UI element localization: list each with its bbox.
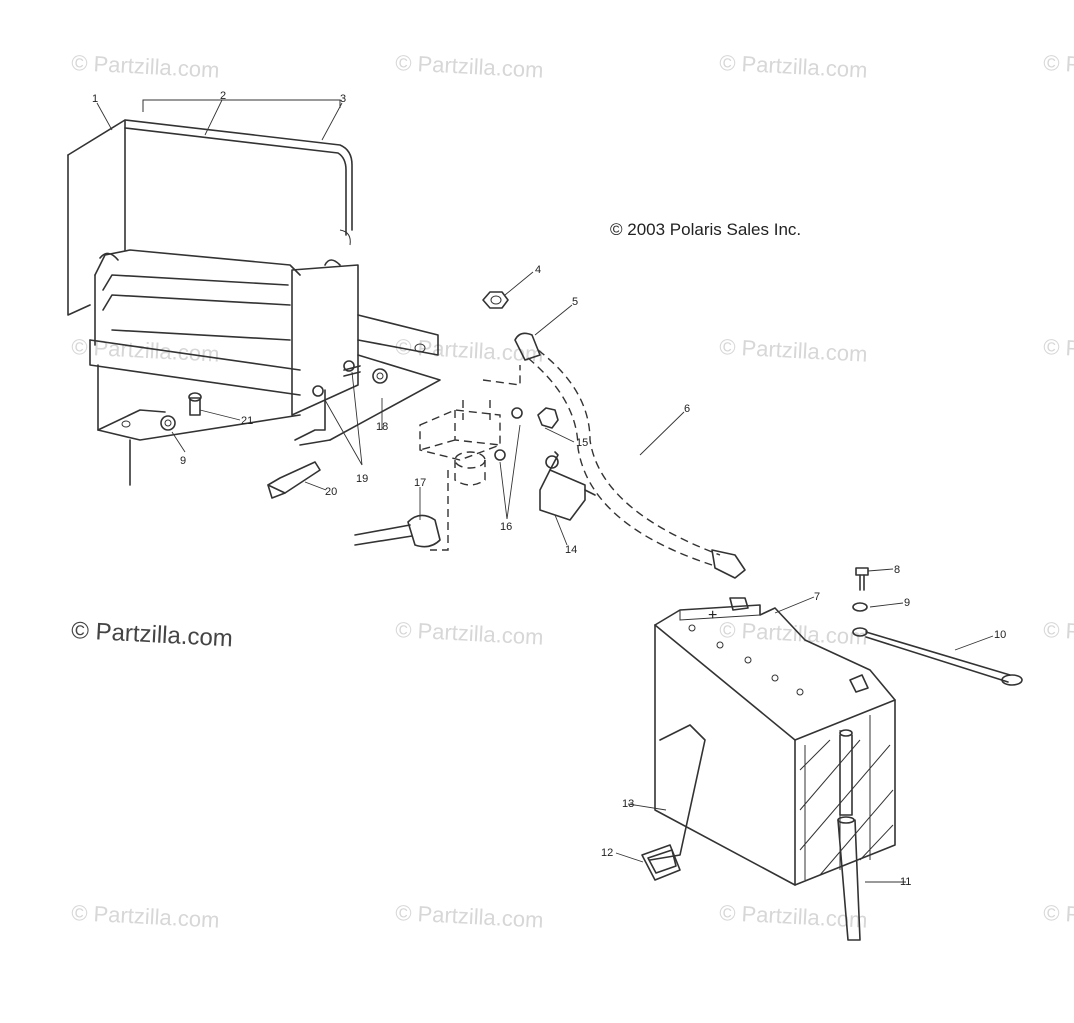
part-label-11: 11 xyxy=(900,876,911,888)
part-label-16: 16 xyxy=(500,521,512,533)
part-label-19: 19 xyxy=(356,473,368,485)
battery-holder xyxy=(89,249,441,486)
part-label-1: 1 xyxy=(92,93,98,105)
part-label-20: 20 xyxy=(325,486,337,498)
part-label-17: 17 xyxy=(414,477,426,489)
part-label-6: 6 xyxy=(684,403,690,415)
cable-part-6 xyxy=(514,332,746,579)
leader-lines xyxy=(96,99,994,883)
part-label-9-left: 9 xyxy=(180,455,186,467)
cable-part-17 xyxy=(354,514,441,548)
part-label-14: 14 xyxy=(565,544,577,556)
part-label-3: 3 xyxy=(340,93,346,105)
part-label-7: 7 xyxy=(814,591,820,603)
battery-part-7: + xyxy=(654,597,896,886)
part-label-12: 12 xyxy=(601,847,613,859)
fasteners xyxy=(160,291,509,499)
battery-cover xyxy=(67,99,353,316)
part-label-2: 2 xyxy=(220,90,226,102)
part-label-13: 13 xyxy=(622,798,634,810)
part-label-9: 9 xyxy=(904,597,910,609)
part-label-10: 10 xyxy=(994,629,1006,641)
part-label-18: 18 xyxy=(376,421,388,433)
part-labels: 1 2 3 4 5 6 7 8 9 10 11 12 13 14 15 16 1… xyxy=(92,90,1006,888)
vent-tube-part-11 xyxy=(837,729,861,941)
copyright-notice: © 2003 Polaris Sales Inc. xyxy=(610,220,802,239)
solenoid-block xyxy=(419,365,559,551)
battery-positive-sign: + xyxy=(708,607,717,624)
strap-part-13 xyxy=(641,724,706,881)
part-label-15: 15 xyxy=(576,437,588,449)
cable-part-10 xyxy=(852,567,1023,686)
part-label-4: 4 xyxy=(535,264,541,276)
module-part-14 xyxy=(539,451,596,521)
part-label-5: 5 xyxy=(572,296,578,308)
part-label-21: 21 xyxy=(241,415,253,427)
part-label-8: 8 xyxy=(894,564,900,576)
